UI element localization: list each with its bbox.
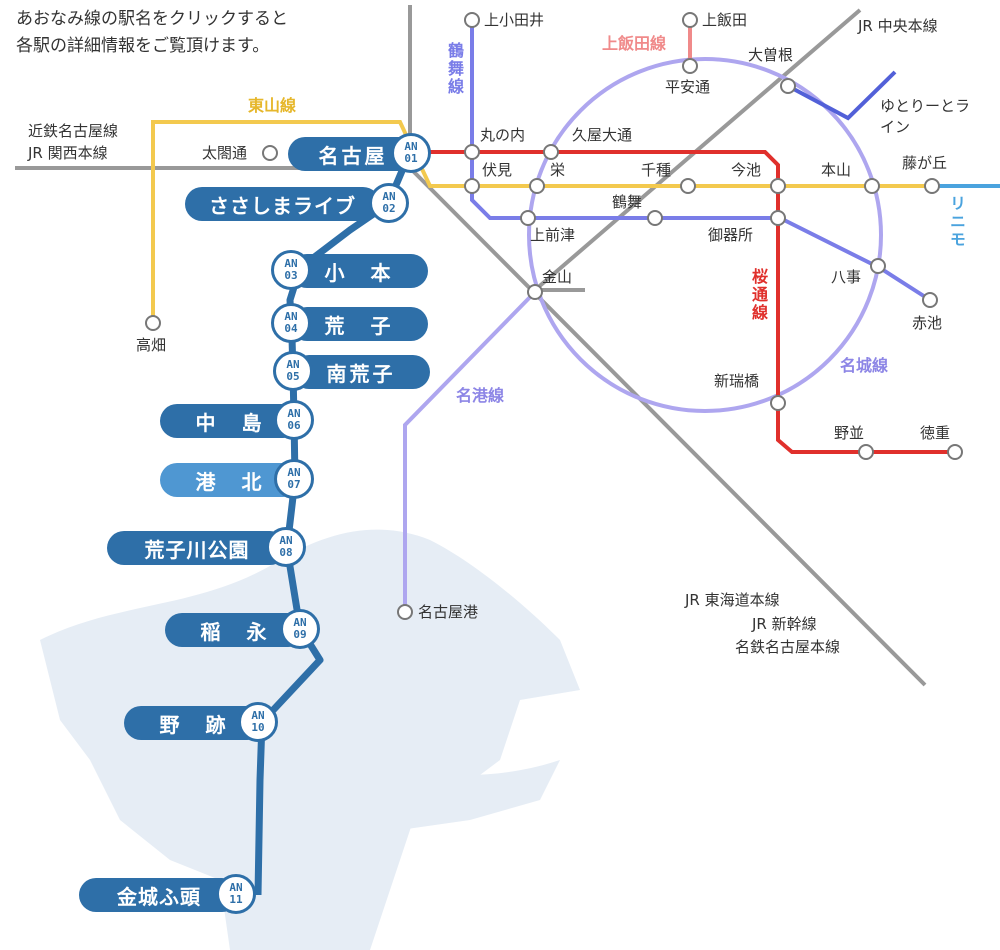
station-marker[interactable] [870, 258, 886, 274]
station-marker[interactable] [262, 145, 278, 161]
station-marker[interactable] [682, 58, 698, 74]
kintetsu-label: 近鉄名古屋線 [28, 122, 119, 140]
station-marker[interactable] [682, 12, 698, 28]
aonami-station-arako[interactable]: 荒 子 [290, 307, 428, 341]
station-label-takabata[interactable]: 高畑 [136, 336, 167, 354]
station-marker[interactable] [464, 178, 480, 194]
station-label-chikusa[interactable]: 千種 [641, 161, 672, 179]
station-markers[interactable] [145, 12, 963, 620]
station-label-motoyama[interactable]: 本山 [821, 161, 852, 179]
meiko-line [403, 290, 537, 612]
jr-shinkansen-label: JR 新幹線 [752, 615, 817, 633]
station-marker[interactable] [864, 178, 880, 194]
jr-chuo-label: JR 中央本線 [858, 17, 938, 35]
station-marker[interactable] [858, 444, 874, 460]
station-marker[interactable] [520, 210, 536, 226]
station-marker[interactable] [680, 178, 696, 194]
station-label-nagoyako[interactable]: 名古屋港 [418, 603, 479, 621]
meiko-line-label: 名港線 [456, 386, 505, 405]
station-marker[interactable] [145, 315, 161, 331]
yutorito-line-label: ゆとりーとライン [880, 97, 971, 136]
aonami-station-sasashima-live[interactable]: ささしまライブ [185, 187, 380, 221]
station-marker[interactable] [397, 604, 413, 620]
jr-kansai-label: JR 関西本線 [28, 144, 108, 162]
intro-text: あおなみ線の駅名をクリックすると 各駅の詳細情報をご覧頂けます。 [16, 9, 288, 56]
station-marker[interactable] [464, 144, 480, 160]
sakuradori-line-label: 桜通線 [749, 268, 768, 322]
yutorito-line [787, 70, 897, 121]
station-label-kamimaezu[interactable]: 上前津 [530, 226, 576, 244]
station-marker[interactable] [947, 444, 963, 460]
station-label-kanayama[interactable]: 金山 [542, 268, 573, 286]
meijo-line [527, 57, 883, 413]
aonami-station-arakogawa-koen[interactable]: 荒子川公園 [107, 531, 287, 565]
station-label-imaike[interactable]: 今池 [731, 161, 762, 179]
station-marker[interactable] [924, 178, 940, 194]
station-label-kamiiida[interactable]: 上飯田 [702, 11, 748, 29]
station-marker[interactable] [770, 210, 786, 226]
station-label-heiando[interactable]: 平安通 [665, 78, 711, 96]
aonami-station-minami-arako[interactable]: 南荒子 [292, 355, 430, 389]
linimo-line-label: リニモ [947, 195, 966, 249]
station-marker[interactable] [647, 210, 663, 226]
tsurumai-line-label: 鶴舞線 [445, 42, 464, 96]
meijo-line-label: 名城線 [840, 356, 889, 375]
station-label-sakae[interactable]: 栄 [550, 161, 566, 179]
kamiiida-line-label: 上飯田線 [602, 34, 667, 53]
station-label-tsurumai[interactable]: 鶴舞 [612, 193, 643, 211]
tsurumai-line [470, 20, 932, 302]
station-marker[interactable] [464, 12, 480, 28]
station-marker[interactable] [770, 395, 786, 411]
aonami-station-komoto[interactable]: 小 本 [290, 254, 428, 288]
station-label-nonami[interactable]: 野並 [834, 424, 865, 442]
station-marker[interactable] [543, 144, 559, 160]
station-marker[interactable] [780, 78, 796, 94]
station-label-gokiso[interactable]: 御器所 [708, 226, 754, 244]
station-label-fushimi[interactable]: 伏見 [482, 161, 513, 179]
station-label-marunouchi[interactable]: 丸の内 [480, 126, 526, 144]
higashiyama-line [151, 120, 935, 320]
station-label-fujigaoka[interactable]: 藤が丘 [902, 154, 948, 172]
station-label-yagoto[interactable]: 八事 [831, 268, 862, 286]
higashiyama-line-label: 東山線 [248, 96, 297, 115]
station-label-aratamabashi[interactable]: 新瑞橋 [714, 372, 760, 390]
station-label-taikodori[interactable]: 太閤通 [202, 144, 248, 162]
sakuradori-line [415, 150, 955, 454]
meitetsu-label: 名鉄名古屋本線 [735, 638, 841, 656]
station-marker[interactable] [770, 178, 786, 194]
station-marker[interactable] [922, 292, 938, 308]
station-label-akaike[interactable]: 赤池 [912, 314, 943, 332]
station-marker[interactable] [527, 284, 543, 300]
station-marker[interactable] [529, 178, 545, 194]
station-label-kamiotai[interactable]: 上小田井 [484, 11, 545, 29]
station-label-hisaya[interactable]: 久屋大通 [572, 126, 633, 144]
station-label-tokushige[interactable]: 徳重 [920, 424, 951, 442]
station-label-ozone[interactable]: 大曽根 [748, 46, 794, 64]
aonami-station-kinjo-futo[interactable]: 金城ふ頭 [79, 878, 239, 912]
jr-tokaido-label: JR 東海道本線 [685, 591, 780, 609]
